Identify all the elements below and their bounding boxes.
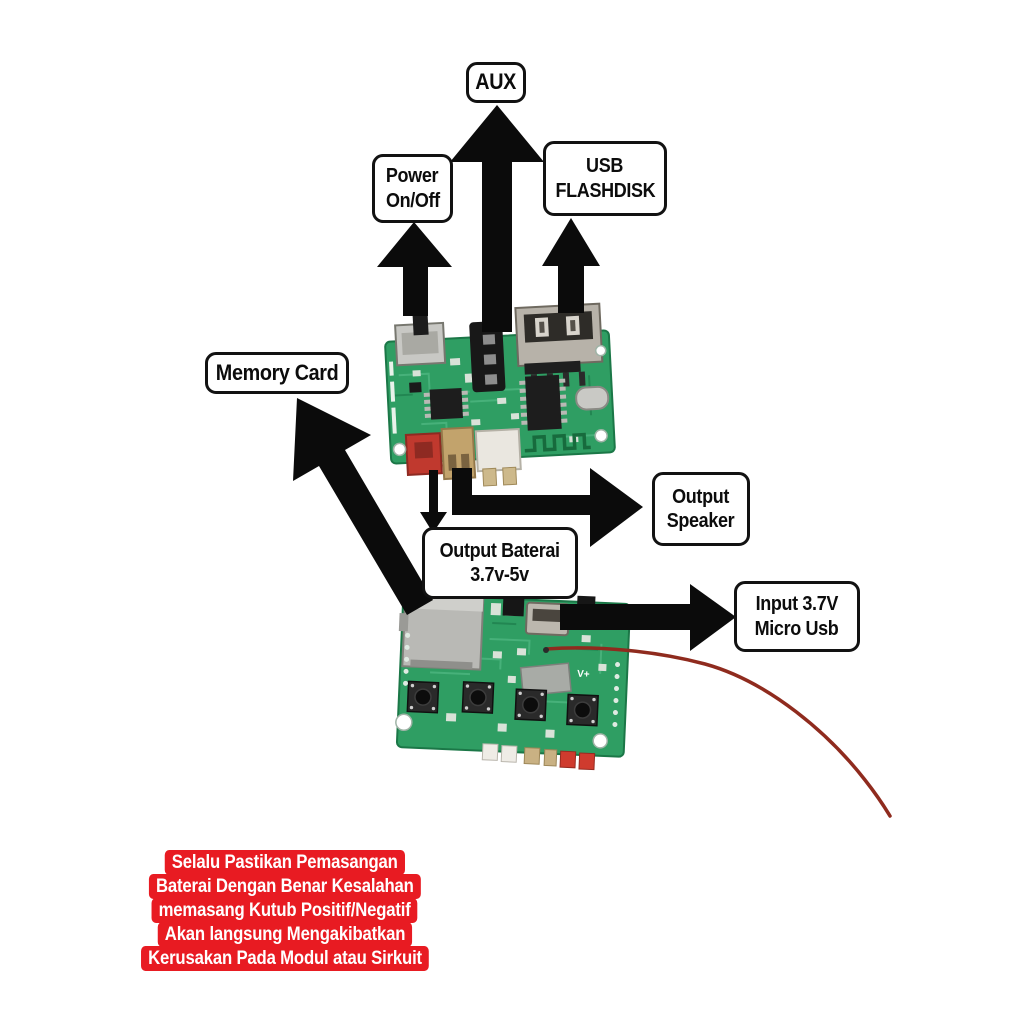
input-label-line1: Input 3.7V: [755, 593, 839, 616]
input-power-label: Input 3.7V Micro Usb: [734, 581, 860, 652]
mounting-hole: [395, 713, 413, 732]
edge-pads: [403, 632, 621, 727]
speaker-label-line1: Output: [672, 485, 730, 508]
warning-line: memasang Kutub Positif/Negatif: [151, 898, 419, 923]
baterai-label-line2: 3.7v-5v: [470, 564, 530, 586]
aux-jack: [469, 320, 506, 393]
usb-flashdisk-arrow: [542, 218, 600, 313]
aux-label: AUX: [466, 62, 526, 103]
warning-line: Kerusakan Pada Modul atau Sirkuit: [141, 946, 429, 971]
ic-chip-main: [524, 374, 562, 431]
power-label-line2: On/Off: [385, 189, 440, 212]
warning-line: Baterai Dengan Benar Kesalahan: [149, 874, 421, 899]
silkscreen-marks: [389, 361, 397, 434]
usb-flashdisk-label: USB FLASHDISK: [543, 141, 667, 216]
tactile-button: [566, 693, 599, 727]
bottom-connectors: [481, 743, 596, 771]
ic-legs-2: [519, 378, 568, 425]
metal-shield: [519, 662, 572, 697]
mounting-hole: [392, 442, 407, 457]
tactile-button: [461, 681, 495, 714]
power-arrow: [377, 222, 452, 316]
red-connector: [404, 432, 443, 476]
speaker-label-line2: Speaker: [667, 510, 735, 532]
warning-line: Akan langsung Mengakibatkan: [157, 922, 413, 947]
output-speaker-arrow: [452, 468, 643, 547]
power-label-line1: Power: [386, 165, 439, 188]
wire-solder-joint: [543, 647, 549, 653]
tactile-buttons: [406, 680, 599, 727]
memory-card-arrow: [293, 398, 433, 615]
aux-label-text: AUX: [475, 69, 517, 95]
power-onoff-label: Power On/Off: [372, 154, 453, 223]
white-connector: [474, 428, 522, 487]
lower-board: V+: [395, 591, 631, 771]
tactile-button: [514, 688, 548, 722]
mounting-hole: [594, 429, 608, 443]
aux-arrow: [450, 105, 544, 332]
memory-card-label: Memory Card: [205, 352, 349, 394]
warning-line: Selalu Pastikan Pemasangan: [165, 850, 405, 875]
output-baterai-label: Output Baterai 3.7v-5v: [422, 527, 578, 599]
tactile-button: [406, 680, 440, 714]
memory-card-label-text: Memory Card: [215, 359, 339, 385]
callout-arrows: [293, 105, 736, 651]
output-baterai-arrow: [420, 470, 447, 533]
input-power-arrow: [560, 584, 736, 651]
baterai-label-line1: Output Baterai: [440, 539, 560, 562]
upper-board: [384, 302, 616, 487]
transistor: [409, 382, 422, 393]
input-label-line2: Micro Usb: [755, 617, 839, 640]
output-speaker-label: Output Speaker: [652, 472, 750, 546]
battery-wire: [544, 646, 892, 818]
mounting-hole: [592, 733, 608, 749]
v-plus-silkscreen: V+: [577, 669, 590, 681]
mounting-hole: [594, 344, 607, 357]
micro-usb-port: [524, 601, 571, 637]
battery-warning-text: Selalu Pastikan Pemasangan Baterai Denga…: [121, 850, 448, 971]
usb-label-line2: FLASHDISK: [555, 179, 655, 202]
ic-chip-small: [429, 388, 464, 420]
usb-label-line1: USB: [586, 155, 624, 178]
ic-legs: [423, 390, 469, 418]
crystal-oscillator: [575, 385, 610, 411]
antenna-trace: [524, 432, 591, 453]
